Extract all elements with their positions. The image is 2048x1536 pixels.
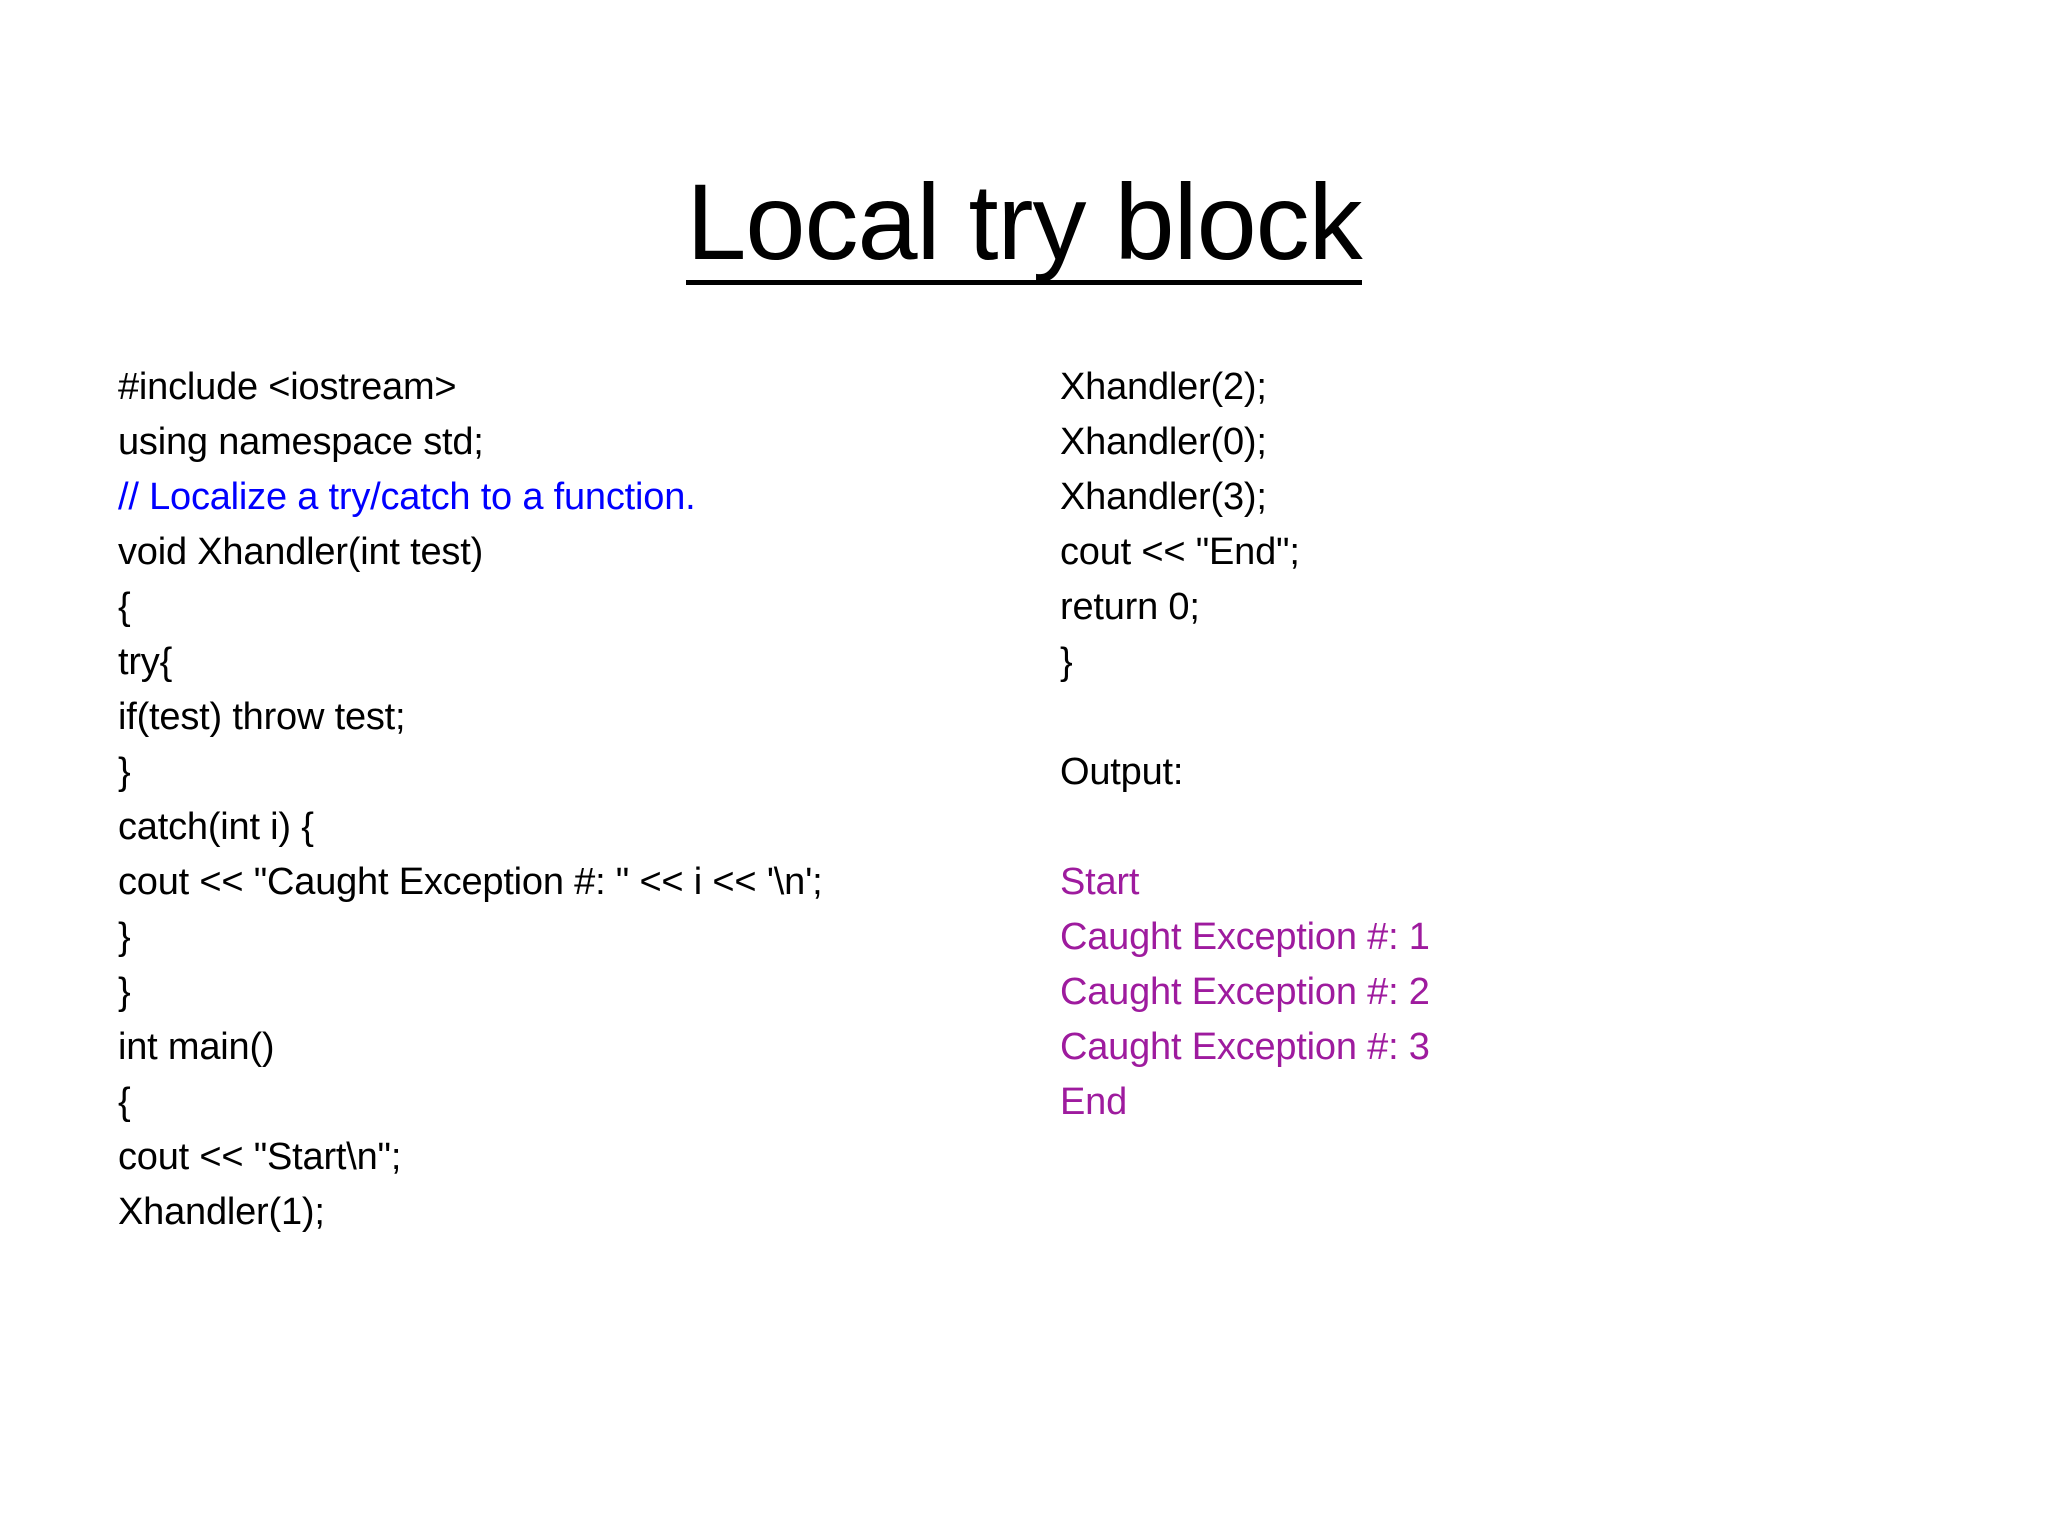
code-left-line-13: {: [118, 1081, 131, 1123]
code-right-line-4: return 0;: [1060, 586, 1200, 628]
code-left-line-4: {: [118, 586, 131, 628]
code-right-line-13: End: [1060, 1081, 1128, 1123]
code-left-line-14: cout << "Start\n";: [118, 1136, 402, 1178]
code-body: #include <iostream> using namespace std; /…: [0, 360, 2048, 1536]
code-right-line-11: Caught Exception #: 2: [1060, 971, 1430, 1013]
code-right-line-3: cout << "End";: [1060, 531, 1300, 573]
code-right-line-6: [1060, 690, 1920, 745]
code-left-line-8: catch(int i) {: [118, 806, 314, 848]
code-left-line-2: // Localize a try/catch to a function.: [118, 476, 696, 518]
code-right-line-12: Caught Exception #: 3: [1060, 1026, 1430, 1068]
page-title-text: Local try block: [686, 168, 1363, 286]
code-left-line-15: Xhandler(1);: [118, 1191, 325, 1233]
code-right-line-2: Xhandler(3);: [1060, 476, 1267, 518]
code-column-right: Xhandler(2); Xhandler(0); Xhandler(3); cout…: [1060, 360, 1920, 1130]
code-left-line-1: using namespace std;: [118, 421, 484, 463]
code-left-line-3: void Xhandler(int test): [118, 531, 484, 573]
code-right-line-8: [1060, 800, 1920, 855]
code-right-line-10: Caught Exception #: 1: [1060, 916, 1430, 958]
code-right-line-1: Xhandler(0);: [1060, 421, 1267, 463]
code-left-line-0: #include <iostream>: [118, 366, 457, 408]
code-left-line-10: }: [118, 916, 131, 958]
code-left-line-7: }: [118, 751, 131, 793]
code-left-line-5: try{: [118, 641, 173, 683]
code-left-line-11: }: [118, 971, 131, 1013]
code-right-line-7: Output:: [1060, 751, 1184, 793]
code-left-line-9: cout << "Caught Exception #: " << i << '…: [118, 861, 823, 903]
code-right-line-5: }: [1060, 641, 1073, 683]
code-left-line-6: if(test) throw test;: [118, 696, 406, 738]
code-left-line-12: int main(): [118, 1026, 275, 1068]
code-right-line-0: Xhandler(2);: [1060, 366, 1267, 408]
code-column-left: #include <iostream> using namespace std; /…: [118, 360, 998, 1240]
page-title: Local try block: [0, 168, 2048, 286]
code-right-line-9: Start: [1060, 861, 1140, 903]
